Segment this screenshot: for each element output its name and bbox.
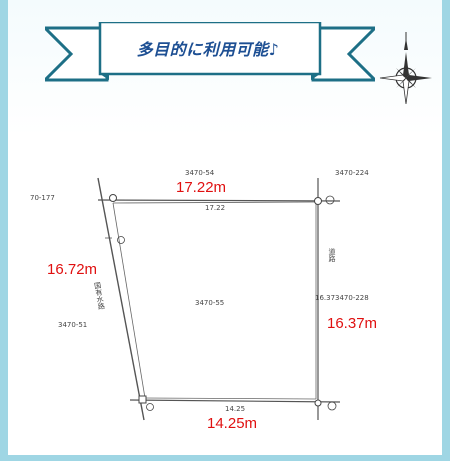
banner-title: 多目的に利用可能♪ — [136, 40, 280, 59]
bottom-boundary-line — [129, 399, 341, 403]
corner-marker — [109, 194, 117, 202]
waterway-label: 国有水路 — [93, 281, 106, 311]
corner-marker — [138, 395, 147, 404]
dimension-top: 17.22m — [176, 179, 227, 196]
parcel-label-top-right: 3470-224 — [335, 169, 369, 177]
left-boundary-line — [97, 177, 145, 421]
svg-text:17.22: 17.22 — [205, 204, 225, 212]
parcel-label-right: 3470-228 — [335, 294, 369, 302]
banner-ribbon — [45, 22, 375, 82]
compass-rose-icon — [379, 32, 432, 105]
road-label: 道路 — [328, 247, 336, 263]
dimension-left: 16.72m — [47, 261, 98, 278]
parcel-label-top-left: 70-177 — [30, 194, 55, 202]
dimension-right: 16.37m — [327, 315, 378, 332]
corner-marker — [314, 197, 322, 205]
top-boundary-line — [97, 199, 341, 202]
dimension-bottom: 14.25m — [207, 415, 258, 432]
svg-text:16.37: 16.37 — [315, 294, 335, 302]
parcel-label-center: 3470-55 — [195, 299, 224, 307]
parcel-label-top: 3470-54 — [185, 169, 215, 177]
parcel-label-left: 3470-51 — [58, 321, 87, 329]
svg-text:14.25: 14.25 — [225, 405, 245, 413]
